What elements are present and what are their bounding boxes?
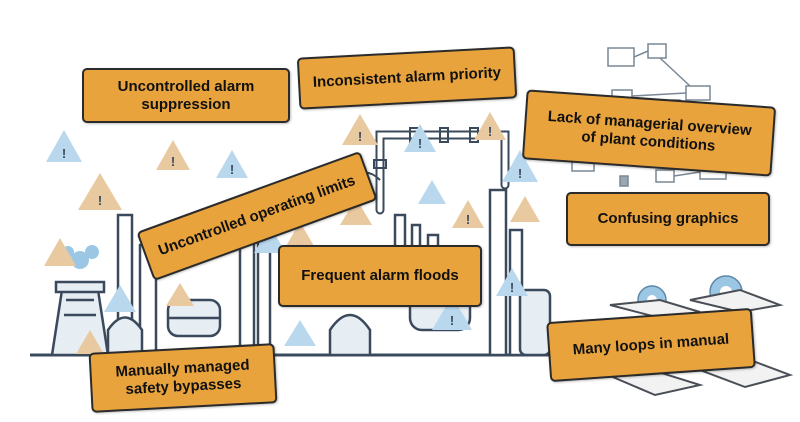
- warning-mark: !!! !!! !!! !!: [62, 124, 522, 328]
- label-confusing-graphics: Confusing graphics: [566, 192, 770, 246]
- cooling-tower-icon: [50, 280, 110, 357]
- label-text: Manually managed safety bypasses: [115, 356, 250, 399]
- svg-text:!: !: [518, 166, 522, 181]
- label-text: Frequent alarm floods: [301, 267, 459, 284]
- warning-triangle-icon: [44, 112, 540, 354]
- label-manually-managed-safety-bypasses: Manually managed safety bypasses: [88, 343, 278, 413]
- svg-text:!: !: [230, 162, 234, 177]
- svg-text:!: !: [488, 124, 492, 139]
- svg-text:!: !: [466, 212, 470, 227]
- svg-text:!: !: [358, 129, 362, 144]
- svg-text:!: !: [62, 146, 66, 161]
- svg-text:!: !: [98, 193, 102, 208]
- label-text: Uncontrolled alarm suppression: [117, 77, 255, 113]
- pipework-highlight: [377, 132, 508, 213]
- label-text: Many loops in manual: [572, 330, 730, 359]
- label-text: Inconsistent alarm priority: [312, 64, 502, 91]
- svg-text:!: !: [450, 313, 454, 328]
- svg-text:!: !: [418, 136, 422, 151]
- label-text: Lack of managerial overview of plant con…: [547, 107, 753, 155]
- label-uncontrolled-alarm-suppression: Uncontrolled alarm suppression: [82, 68, 290, 123]
- label-text: Confusing graphics: [597, 210, 739, 227]
- label-frequent-alarm-floods: Frequent alarm floods: [278, 245, 482, 307]
- svg-text:!: !: [171, 154, 175, 169]
- svg-text:!: !: [510, 280, 514, 295]
